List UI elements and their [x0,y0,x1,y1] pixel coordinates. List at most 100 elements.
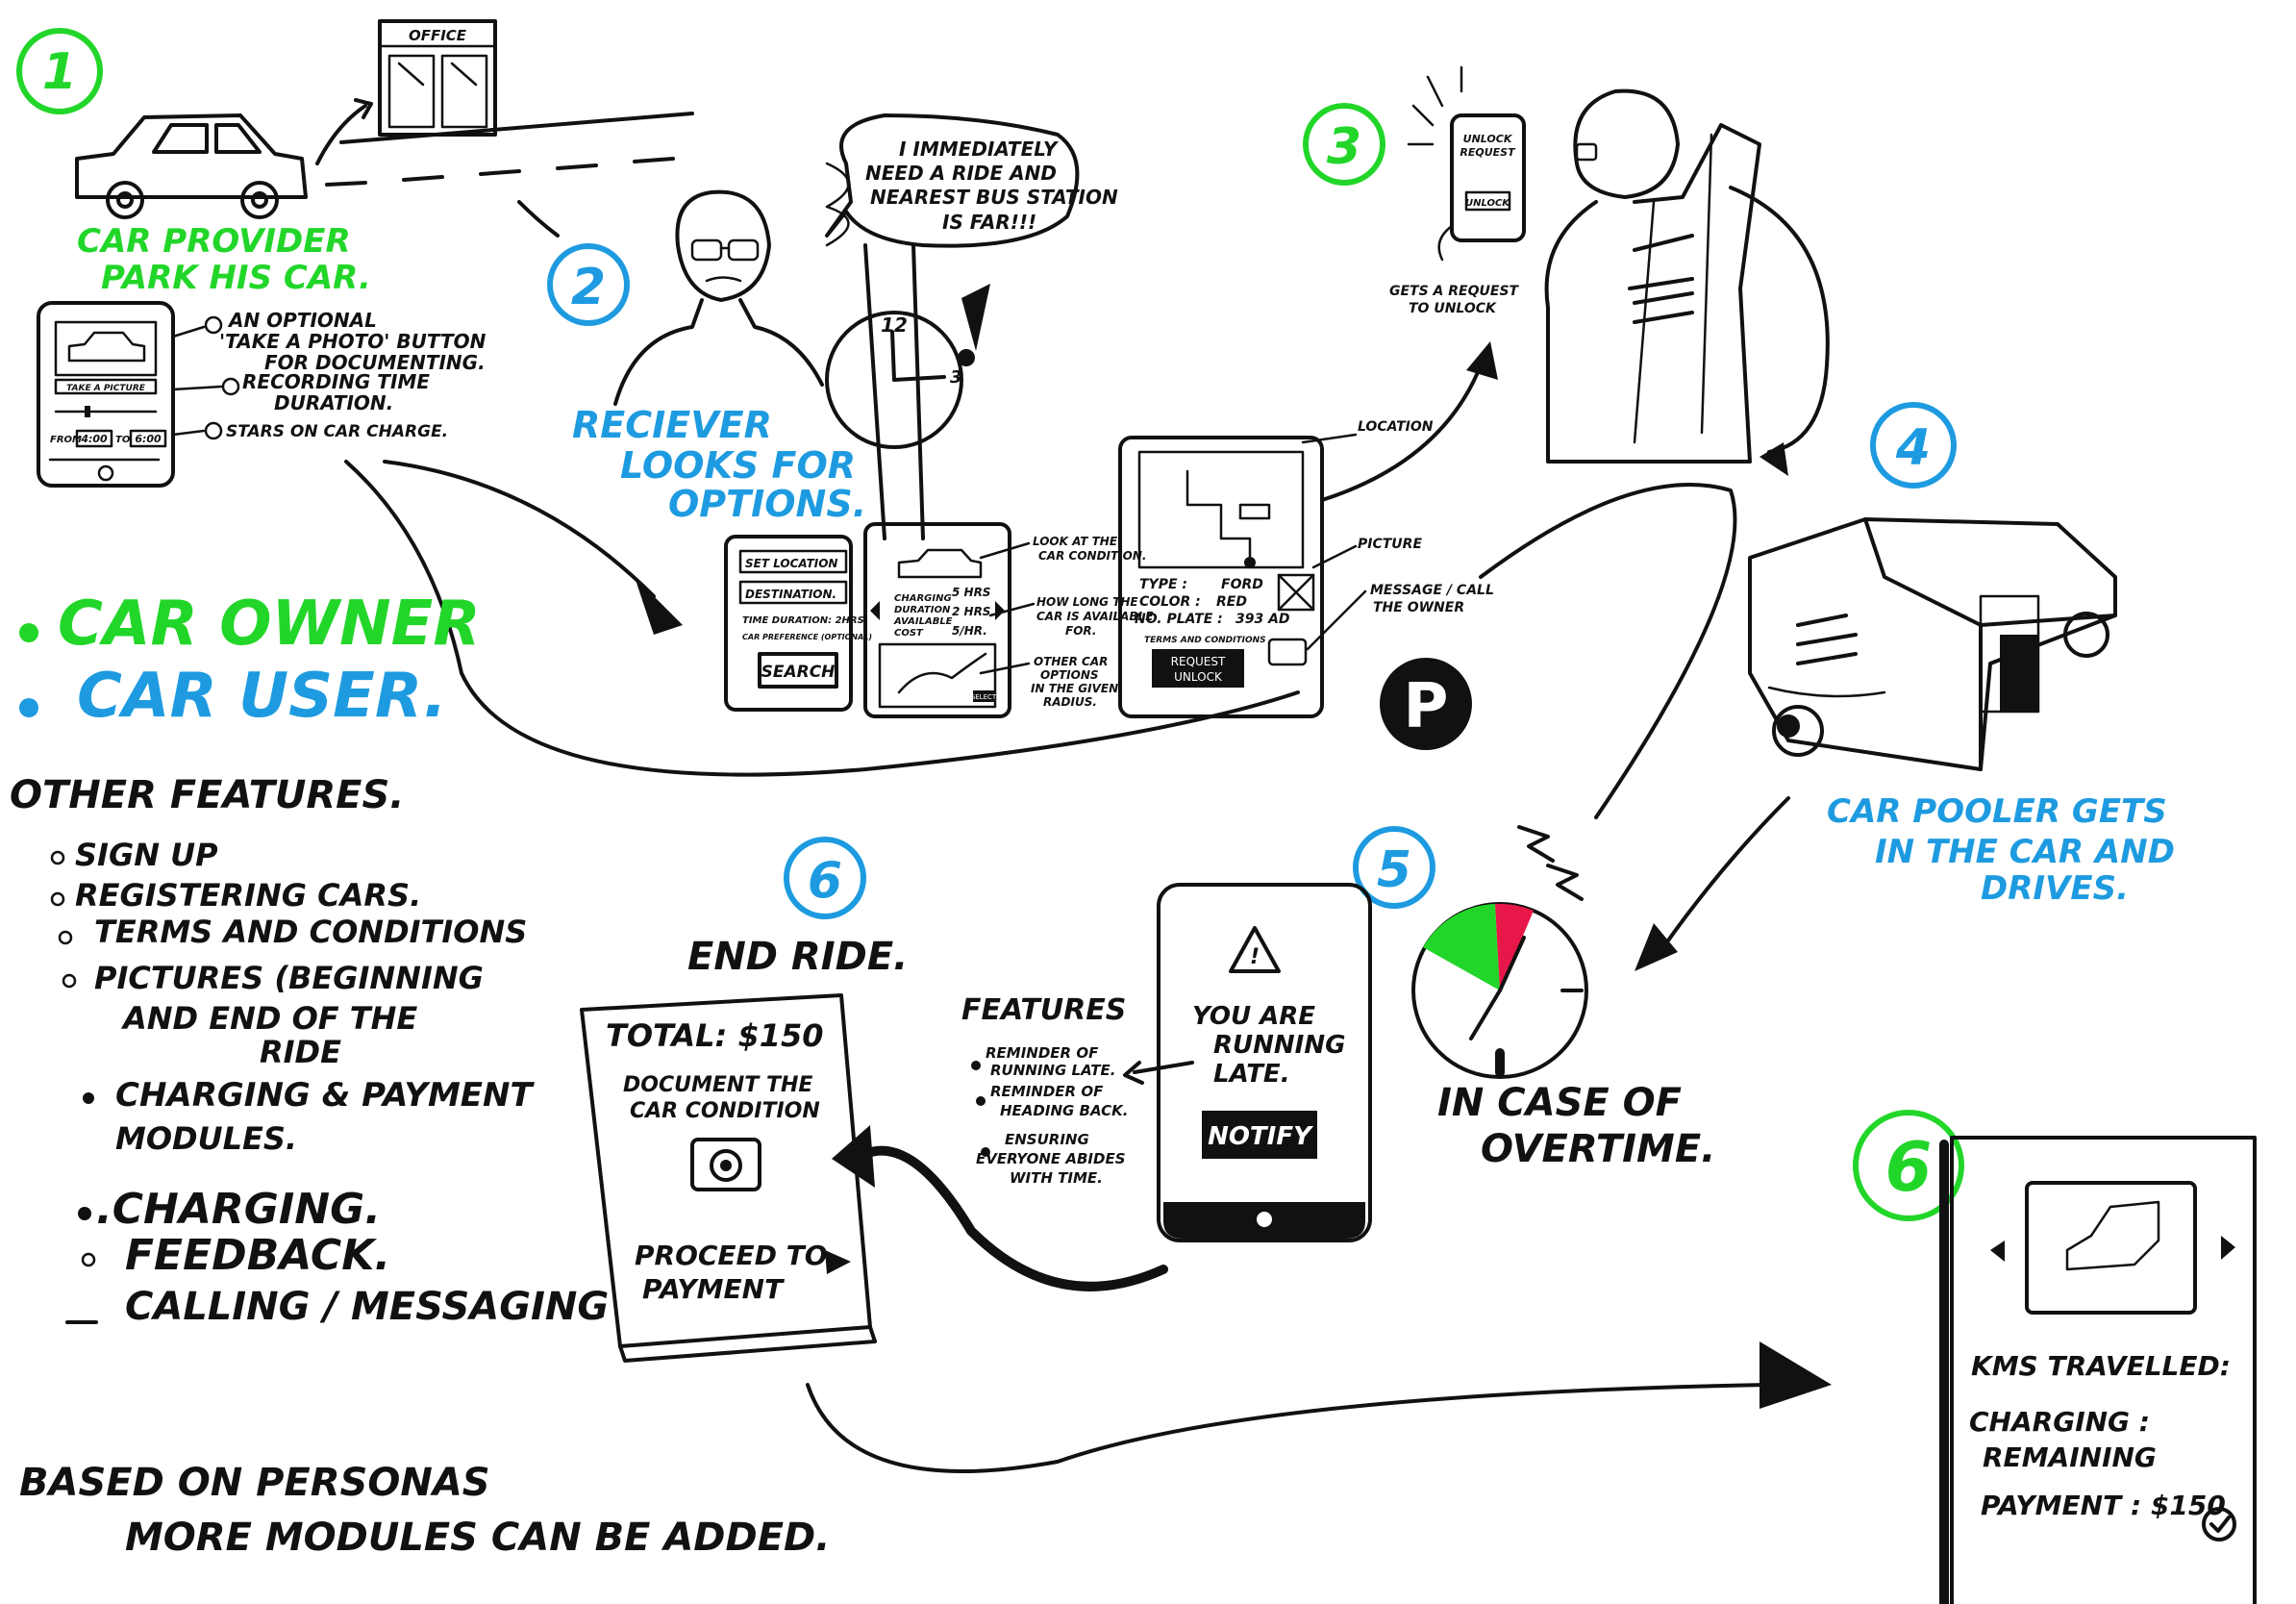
svg-text:2 HRS: 2 HRS [952,605,990,618]
legend-car-user: CAR USER. [77,661,447,732]
svg-text:REMINDER OF: REMINDER OF [990,1083,1104,1100]
payment-check-icon[interactable] [2202,1507,2236,1541]
svg-text:6:00: 6:00 [135,433,162,445]
svg-text:ENSURING: ENSURING [1005,1131,1089,1148]
car-with-open-door [1748,517,2117,771]
svg-text:393 AD: 393 AD [1235,612,1290,627]
next-photo-arrow[interactable] [2221,1236,2235,1260]
arrow-to-end-ride [861,1145,1168,1291]
svg-text:REQUEST: REQUEST [1171,655,1226,668]
svg-text:NEAREST BUS STATION: NEAREST BUS STATION [870,186,1118,209]
terms-link[interactable]: TERMS AND CONDITIONS [1144,636,1266,645]
time-duration-field[interactable]: TIME DURATION: 2HRS [742,615,864,626]
svg-text:SELECT: SELECT [971,693,997,701]
location-map[interactable] [1137,450,1305,569]
options-notes: LOOK AT THE CAR CONDITION. HOW LONG THE … [979,535,1154,709]
svg-text:UNLOCK: UNLOCK [1174,670,1223,684]
step-4-circle [1870,402,1957,489]
step-3-number: 3 [1327,118,1361,176]
request-unlock-button[interactable] [1152,649,1244,688]
svg-text:LATE.: LATE. [1213,1060,1290,1089]
scene-4-car-pooler: 4 CAR POOLER GETS IN THE CAR AND DRIVES. [1748,402,2175,908]
take-picture-button[interactable] [54,378,158,395]
parking-sign-icon [1380,658,1472,750]
svg-text:DESTINATION.: DESTINATION. [745,588,836,601]
svg-text:CALLING / MESSAGING: CALLING / MESSAGING [125,1285,609,1329]
scene-4-caption-line1: CAR POOLER GETS [1827,792,2167,831]
footer-line2: MORE MODULES CAN BE ADDED. [125,1516,830,1560]
svg-text:FEEDBACK.: FEEDBACK. [125,1231,390,1280]
svg-text:TERMS AND CONDITIONS: TERMS AND CONDITIONS [94,914,527,950]
svg-text:COST: COST [894,628,924,639]
clock-red-segment [1495,903,1534,990]
set-location-field[interactable] [738,549,848,574]
speech-bubble: I IMMEDIATELY NEED A RIDE AND NEAREST BU… [825,113,1118,248]
svg-text:5 HRS: 5 HRS [952,586,990,599]
office-building: OFFICE [378,19,497,137]
destination-field[interactable] [738,580,848,605]
car-options-phone: CHARGING DURATION AVAILABLE COST 5 HRS 2… [863,522,1011,718]
svg-text:COLOR :: COLOR : [1139,594,1201,610]
prev-photo-arrow[interactable] [1990,1241,2005,1262]
svg-text:AN OPTIONAL: AN OPTIONAL [227,309,377,332]
svg-text:PROCEED TO: PROCEED TO [635,1240,828,1271]
svg-text:HOW LONG THE: HOW LONG THE [1036,595,1138,609]
parked-car-drawing [75,113,308,219]
from-time-field[interactable] [75,429,113,448]
charging-remaining-line2: REMAINING [1983,1441,2157,1473]
message-label-line2: THE OWNER [1373,600,1464,615]
arrow-to-office [315,104,367,165]
svg-text:I IMMEDIATELY: I IMMEDIATELY [899,138,1060,161]
step-1-number: 1 [42,43,77,101]
footer-line1: BASED ON PERSONAS [19,1461,490,1505]
scene-6-summary: 6 KMS TRAVELLED: CHARGING : REMAINING PA… [1853,1110,2257,1604]
select-button[interactable] [973,690,994,702]
unlock-button[interactable] [1464,190,1511,212]
exclamation-mark [961,284,990,351]
car-preference-field[interactable]: CAR PREFERENCE (OPTIONAL) [742,633,872,641]
proceed-to-payment-button[interactable]: PROCEED TO PAYMENT [635,1240,851,1305]
next-option-arrow[interactable] [995,601,1005,620]
charging-remaining-line1: CHARGING : [1969,1406,2150,1438]
step-5-number: 5 [1377,841,1411,899]
prev-option-arrow[interactable] [870,601,880,620]
other-features-list: OTHER FEATURES. SIGN UP REGISTERING CARS… [10,773,609,1329]
features-title: FEATURES [961,993,1126,1027]
svg-text:REQUEST: REQUEST [1460,146,1516,159]
to-time-field[interactable] [129,429,167,448]
svg-text:IN THE GIVEN: IN THE GIVEN [1031,682,1118,695]
svg-text:OTHER CAR: OTHER CAR [1034,655,1108,668]
svg-text:3: 3 [950,367,962,388]
end-ride-phone: TOTAL: $150 DOCUMENT THE CAR CONDITION P… [580,993,877,1363]
step-1-circle [16,28,103,114]
step-6b-circle [1853,1110,1964,1221]
svg-text:WITH TIME.: WITH TIME. [1010,1169,1103,1187]
svg-text:FROM: FROM [50,435,82,445]
svg-text:STARS ON CAR CHARGE.: STARS ON CAR CHARGE. [226,422,448,441]
svg-text:HEADING BACK.: HEADING BACK. [1000,1102,1128,1119]
scene-1-notes: AN OPTIONAL 'TAKE A PHOTO' BUTTON FOR DO… [171,309,487,441]
car-photo-frame-2 [2025,1181,2197,1315]
step-6a-circle [784,837,866,919]
car-picture-thumb[interactable] [1277,573,1315,612]
picture-label: PICTURE [1358,537,1422,552]
search-button[interactable] [758,652,838,689]
ride-summary-phone: KMS TRAVELLED: CHARGING : REMAINING PAYM… [1939,1136,2257,1604]
notify-button[interactable] [1202,1111,1317,1159]
arrow-to-car-pooler [1729,186,1830,454]
road-dashes [325,157,675,187]
svg-text:5/HR.: 5/HR. [952,624,987,638]
scene-3-owner-unlock: 3 UNLOCK REQUEST UNLOCK GETS A REQUEST T… [1303,65,1761,464]
svg-text:CHARGING: CHARGING [894,593,952,604]
overtime-clock [1411,902,1588,1079]
svg-text:RED: RED [1216,594,1247,610]
svg-text:RUNNING: RUNNING [1213,1031,1345,1060]
nearby-map[interactable] [878,642,997,709]
message-bubble-icon[interactable] [1267,638,1308,666]
camera-icon[interactable] [690,1138,761,1191]
svg-text:EVERYONE ABIDES: EVERYONE ABIDES [976,1150,1126,1167]
svg-text:OPTIONS: OPTIONS [1040,668,1099,682]
legend: CAR OWNER CAR USER. [19,589,481,732]
svg-text:CAR CONDITION.: CAR CONDITION. [1038,549,1146,563]
scene-5-caption-line1: IN CASE OF [1437,1081,1682,1125]
